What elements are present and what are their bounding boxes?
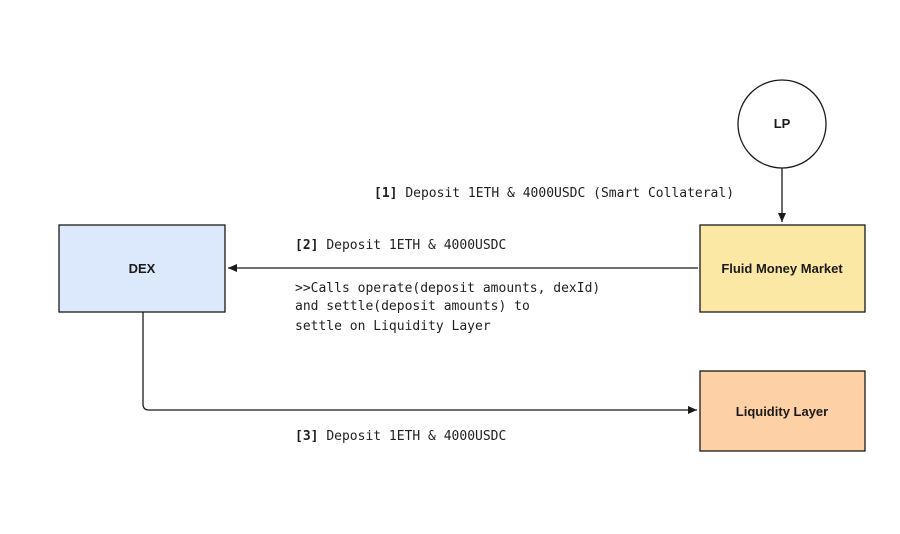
edge-label-1-text: Deposit 1ETH & 4000USDC (Smart Collatera… <box>405 186 734 201</box>
edge-label-1: [1] Deposit 1ETH & 4000USDC (Smart Colla… <box>374 186 734 201</box>
edge-label-2-text: Deposit 1ETH & 4000USDC <box>326 238 506 253</box>
node-dex-label: DEX <box>129 261 156 276</box>
node-fluid-label: Fluid Money Market <box>721 261 843 276</box>
edge-label-3: [3] Deposit 1ETH & 4000USDC <box>295 429 506 444</box>
edge-label-2: [2] Deposit 1ETH & 4000USDC <box>295 238 506 253</box>
edge-label-3-text: Deposit 1ETH & 4000USDC <box>326 429 506 444</box>
node-dex-box <box>58 224 226 313</box>
node-liquidity-layer: Liquidity Layer <box>699 370 866 452</box>
node-fluid-money-market: Fluid Money Market <box>699 224 866 313</box>
node-lp: LP <box>737 79 827 169</box>
edge-dex-to-liquidity <box>142 312 697 414</box>
edge-note-line-2: and settle(deposit amounts) to <box>295 299 530 314</box>
edge-label-2-step: [2] <box>295 238 318 253</box>
node-dex: DEX <box>58 224 226 313</box>
edge-label-1-step: [1] <box>374 186 397 201</box>
node-liquidity-label: Liquidity Layer <box>736 404 828 419</box>
edge-label-3-step: [3] <box>295 429 318 444</box>
node-lp-label: LP <box>774 116 791 131</box>
edge-note-line-3: settle on Liquidity Layer <box>295 319 491 334</box>
node-liquidity-box <box>699 370 866 452</box>
node-fluid-box <box>699 224 866 313</box>
edge-note-line-1: >>Calls operate(deposit amounts, dexId) <box>295 281 600 296</box>
